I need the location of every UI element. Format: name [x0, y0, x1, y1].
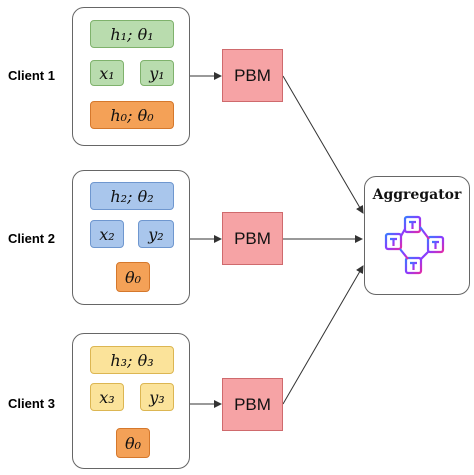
client-1-y: y₁: [140, 60, 174, 86]
client-3-x: x₃: [90, 383, 124, 411]
client-2-shared-params: θ₀: [116, 262, 150, 292]
pbm-block-3: PBM: [222, 378, 283, 431]
client-1-shared-params: h₀; θ₀: [90, 101, 174, 129]
client-2-y: y₂: [138, 220, 174, 248]
client-3-shared-params: θ₀: [116, 428, 150, 458]
client-1-model-params: h₁; θ₁: [90, 20, 174, 48]
client-1-label: Client 1: [8, 68, 55, 83]
client-1-x: x₁: [90, 60, 124, 86]
blockchain-network-icon: [384, 215, 445, 275]
client-2-label: Client 2: [8, 231, 55, 246]
client-3-y: y₃: [140, 383, 174, 411]
client-2-model-params: h₂; θ₂: [90, 182, 174, 210]
aggregator-title: Aggregator: [372, 187, 462, 203]
aggregator-box: [364, 176, 470, 295]
client-3-label: Client 3: [8, 396, 55, 411]
client-3-model-params: h₃; θ₃: [90, 346, 174, 374]
pbm-block-1: PBM: [222, 49, 283, 102]
client-2-x: x₂: [90, 220, 124, 248]
arrow-pbm1-aggregator: [282, 75, 364, 214]
arrow-pbm3-aggregator: [282, 265, 364, 405]
pbm-block-2: PBM: [222, 212, 283, 265]
